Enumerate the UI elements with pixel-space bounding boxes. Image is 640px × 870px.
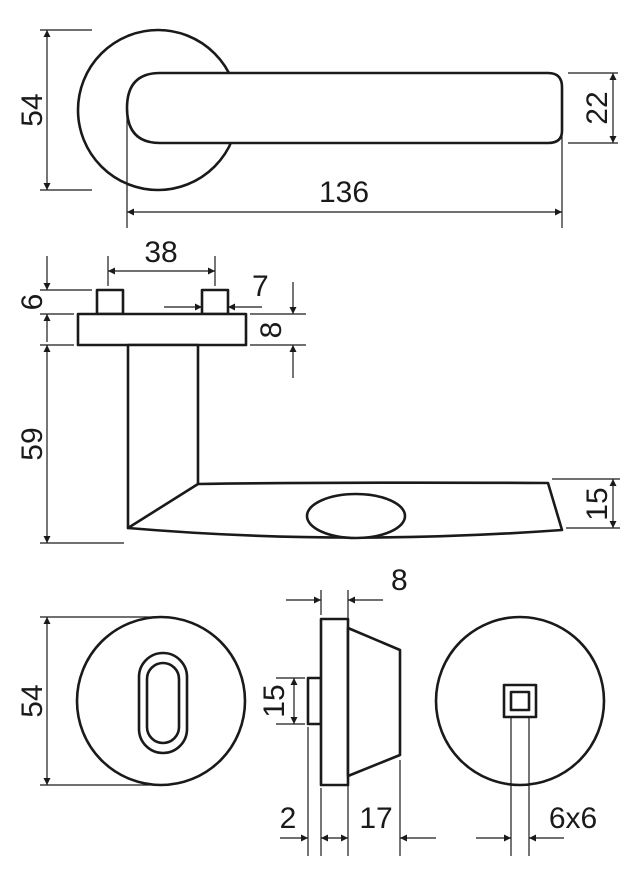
label-turn-height: 15 [258, 684, 291, 717]
grip-recess [305, 492, 407, 540]
dim-turn-depth: 2 [280, 727, 322, 856]
dim-plate-thickness: 8 [250, 282, 306, 378]
pin-right [200, 288, 230, 316]
label-grip-thickness: 15 [581, 487, 614, 520]
dim-turn-height: 15 [258, 677, 305, 725]
dim-pin-spacing: 38 [107, 236, 216, 286]
label-turn-projection: 17 [359, 802, 392, 835]
label-lever-projection: 59 [16, 427, 49, 460]
label-lever-height: 22 [581, 91, 614, 124]
lever-top-view [76, 28, 564, 192]
lever-grip [125, 71, 564, 145]
label-spindle-size: 6x6 [549, 802, 597, 835]
spindle-square [509, 690, 531, 712]
label-base-thickness: 8 [391, 564, 408, 597]
mounting-plate [76, 312, 248, 347]
dim-escutcheon-height: 54 [16, 616, 162, 786]
dim-lever-length: 136 [126, 112, 563, 228]
label-lever-length: 136 [319, 176, 369, 209]
escutcheon-front-view [75, 615, 247, 787]
label-pin-width: 7 [252, 270, 269, 303]
dim-turn-projection: 17 [321, 760, 436, 856]
lever-side-body [126, 343, 564, 539]
rose-base-profile [319, 617, 350, 787]
label-pin-height: 6 [16, 294, 49, 311]
label-plate-thickness: 8 [255, 322, 288, 339]
dim-lever-height: 22 [568, 72, 618, 144]
dim-pin-width: 7 [164, 270, 269, 311]
dim-grip-thickness: 15 [552, 478, 620, 529]
label-turn-depth: 2 [280, 802, 297, 835]
label-rose-height: 54 [16, 93, 49, 126]
lever-side-view [76, 288, 564, 540]
pin-left [95, 288, 125, 316]
label-escutcheon-height: 54 [16, 684, 49, 717]
label-pin-spacing: 38 [144, 236, 177, 269]
dim-base-thickness: 8 [286, 564, 408, 624]
rose-rear-view [434, 615, 606, 787]
rose-side-profile [306, 617, 402, 787]
lever-bend-edge [126, 482, 200, 530]
dim-lever-projection: 59 [16, 344, 124, 544]
dim-pin-height: 6 [16, 256, 92, 342]
rose-body-profile [346, 626, 402, 778]
dim-rose-height: 54 [16, 29, 92, 191]
thumb-turn-inner [145, 661, 181, 745]
thumb-turn-profile [306, 676, 323, 726]
dim-spindle-size: 6x6 [476, 716, 597, 856]
